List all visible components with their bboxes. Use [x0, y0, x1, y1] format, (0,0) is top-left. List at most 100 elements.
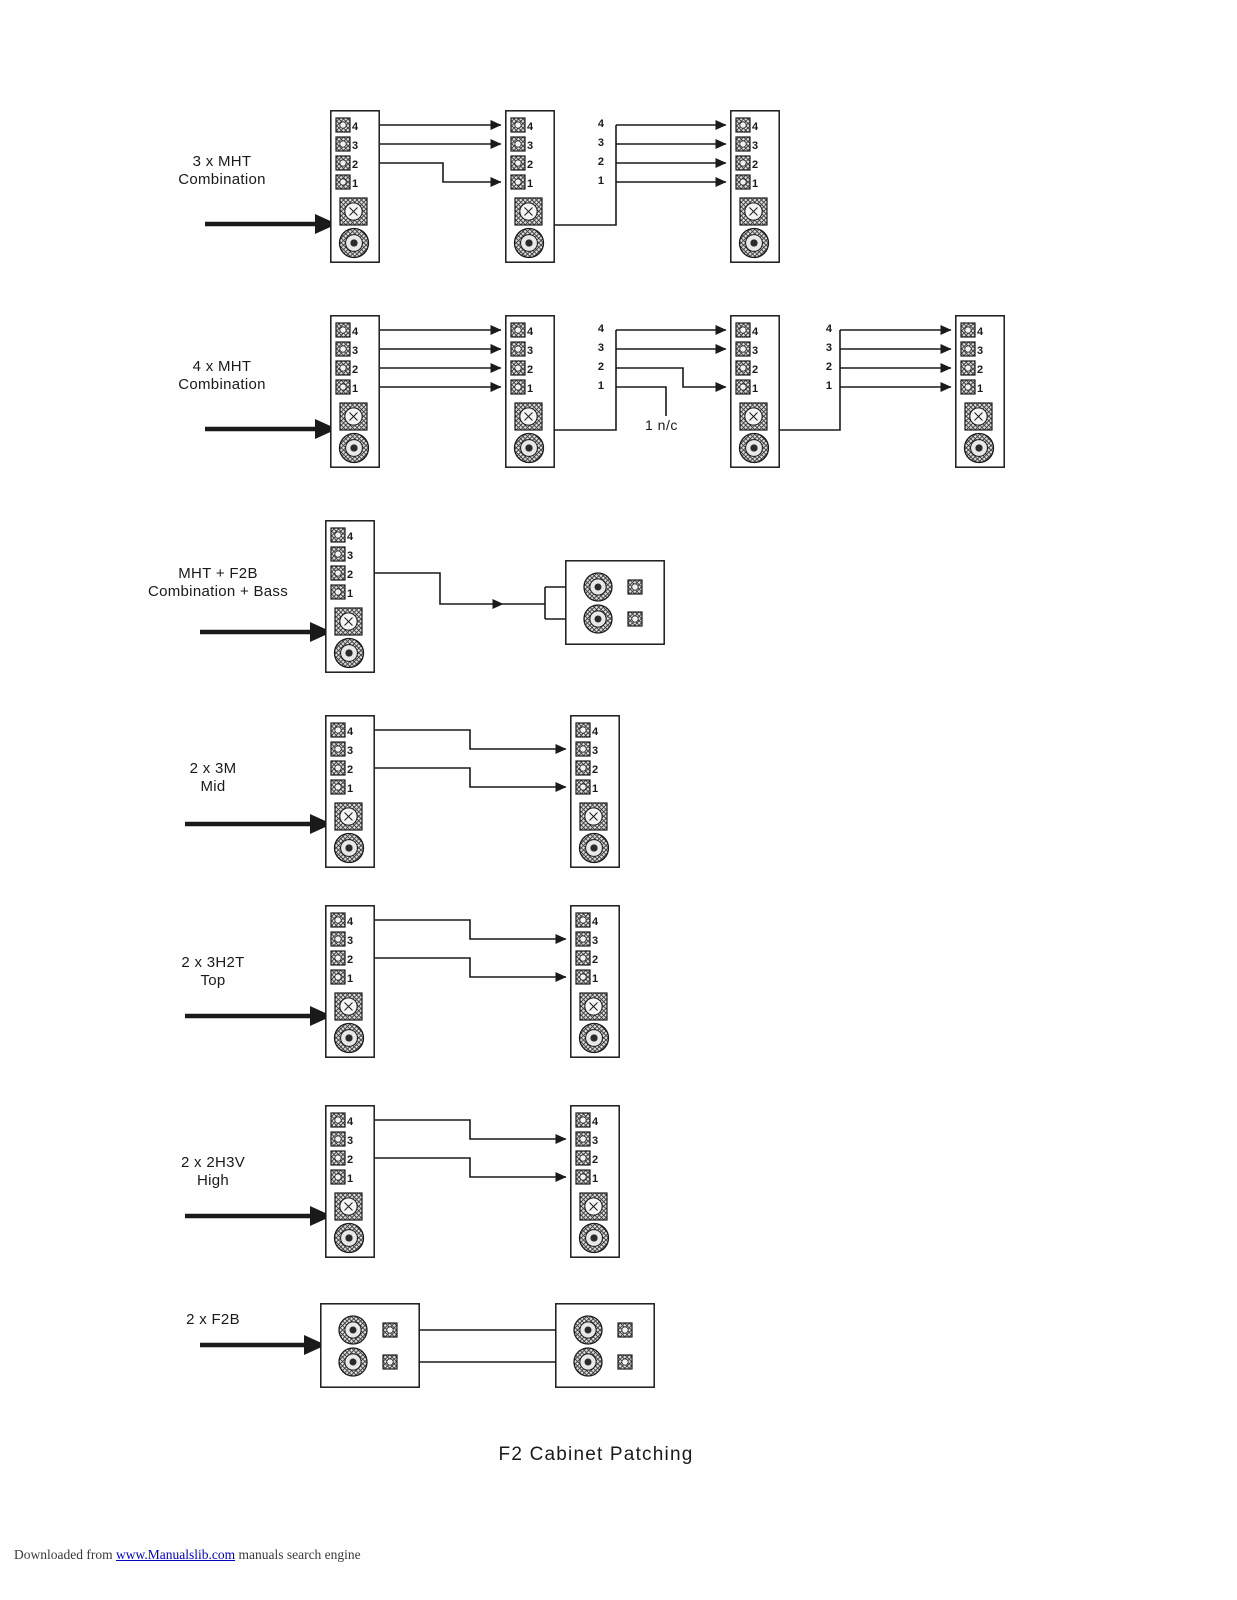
- terminal-number: 3: [347, 745, 353, 757]
- bus-wire-number: 4: [597, 118, 604, 130]
- row-label-line2: High: [196, 1172, 230, 1189]
- row-label-2xf2b: 2 x F2B: [128, 1311, 298, 1329]
- terminal-number: 1: [592, 783, 598, 795]
- terminal-number: 4: [977, 326, 984, 338]
- speakon-connector-icon: [579, 1192, 608, 1221]
- manualslib-link[interactable]: www.Manualslib.com: [115, 1547, 236, 1562]
- top-cabinet-panel: 4 3 2 1: [570, 905, 620, 1058]
- patch-cable-wire: [375, 957, 567, 982]
- round-connector-icon: [583, 604, 613, 634]
- terminal-number: 2: [977, 364, 983, 376]
- terminal-icon: [335, 136, 351, 152]
- f2b-cabinet-panel: [555, 1303, 655, 1388]
- row-label-line2: Top: [200, 972, 226, 989]
- round-connector-icon: [513, 432, 545, 464]
- terminal-icon: [510, 322, 526, 338]
- bus-wire-number: 1: [825, 380, 832, 392]
- terminal-number: 3: [347, 935, 353, 947]
- row-label-2x3h2t: 2 x 3H2T Top: [128, 954, 298, 990]
- terminal-number: 3: [352, 345, 358, 357]
- terminal-icon: [575, 1112, 591, 1128]
- terminal-number: 2: [592, 1154, 598, 1166]
- terminal-icon: [330, 565, 346, 581]
- terminal-icon: [627, 611, 643, 627]
- terminal-icon: [575, 741, 591, 757]
- terminal-icon: [335, 155, 351, 171]
- terminal-number: 3: [592, 935, 598, 947]
- terminal-icon: [382, 1354, 398, 1370]
- speakon-connector-icon: [334, 607, 363, 636]
- terminal-icon: [735, 117, 751, 133]
- speakon-connector-icon: [334, 802, 363, 831]
- terminal-number: 2: [592, 954, 598, 966]
- terminal-icon: [330, 912, 346, 928]
- round-connector-icon: [738, 432, 770, 464]
- terminal-icon: [617, 1322, 633, 1338]
- terminal-icon: [330, 584, 346, 600]
- speakon-connector-icon: [579, 802, 608, 831]
- terminal-icon: [330, 779, 346, 795]
- speakon-connector-icon: [334, 1192, 363, 1221]
- terminal-number: 2: [752, 364, 758, 376]
- terminal-number: 1: [752, 178, 758, 190]
- row-label-line2: Combination: [178, 171, 266, 188]
- terminal-number: 1: [592, 1173, 598, 1185]
- terminal-icon: [335, 360, 351, 376]
- bus-wire-number: 4: [597, 323, 604, 335]
- terminal-number: 3: [752, 140, 758, 152]
- terminal-icon: [575, 950, 591, 966]
- terminal-icon: [575, 1169, 591, 1185]
- terminal-icon: [330, 931, 346, 947]
- terminal-number: 4: [752, 326, 759, 338]
- terminal-number: 2: [352, 159, 358, 171]
- terminal-icon: [510, 155, 526, 171]
- terminal-number: 1: [347, 973, 353, 985]
- bus-wire-number: 1: [597, 175, 604, 187]
- bus-wire-number: 2: [597, 156, 604, 168]
- terminal-number: 2: [592, 764, 598, 776]
- terminal-number: 2: [527, 159, 533, 171]
- terminal-number: 1: [752, 383, 758, 395]
- row-label-2x2h3v: 2 x 2H3V High: [128, 1154, 298, 1190]
- patch-cable-wire: [380, 162, 502, 187]
- terminal-icon: [735, 341, 751, 357]
- patch-cable-wire: [375, 767, 567, 792]
- row-label-line1: 2 x 3M: [189, 760, 237, 777]
- row-label-line1: 2 x 2H3V: [180, 1154, 246, 1171]
- terminal-icon: [330, 1112, 346, 1128]
- terminal-icon: [330, 969, 346, 985]
- round-connector-icon: [573, 1347, 603, 1377]
- row-label-2x3m: 2 x 3M Mid: [128, 760, 298, 796]
- terminal-icon: [335, 117, 351, 133]
- terminal-icon: [627, 579, 643, 595]
- terminal-icon: [960, 379, 976, 395]
- terminal-number: 2: [347, 954, 353, 966]
- terminal-number: 2: [352, 364, 358, 376]
- not-connected-label: 1 n/c: [645, 417, 678, 433]
- speakon-connector-icon: [514, 197, 543, 226]
- terminal-icon: [335, 379, 351, 395]
- terminal-icon: [510, 341, 526, 357]
- row-label-line2: Combination: [178, 376, 266, 393]
- terminal-icon: [330, 546, 346, 562]
- round-connector-icon: [963, 432, 995, 464]
- round-connector-icon: [338, 1315, 368, 1345]
- terminal-icon: [575, 722, 591, 738]
- row-label-line2: Mid: [200, 778, 226, 795]
- terminal-icon: [575, 779, 591, 795]
- terminal-number: 4: [592, 916, 599, 928]
- patch-cable-wire: [773, 330, 841, 431]
- speakon-connector-icon: [339, 402, 368, 431]
- round-connector-icon: [333, 1222, 365, 1254]
- terminal-number: 1: [347, 588, 353, 600]
- round-connector-icon: [578, 1222, 610, 1254]
- terminal-number: 1: [592, 973, 598, 985]
- terminal-icon: [510, 379, 526, 395]
- terminal-icon: [335, 322, 351, 338]
- bus-wire-number: 2: [597, 361, 604, 373]
